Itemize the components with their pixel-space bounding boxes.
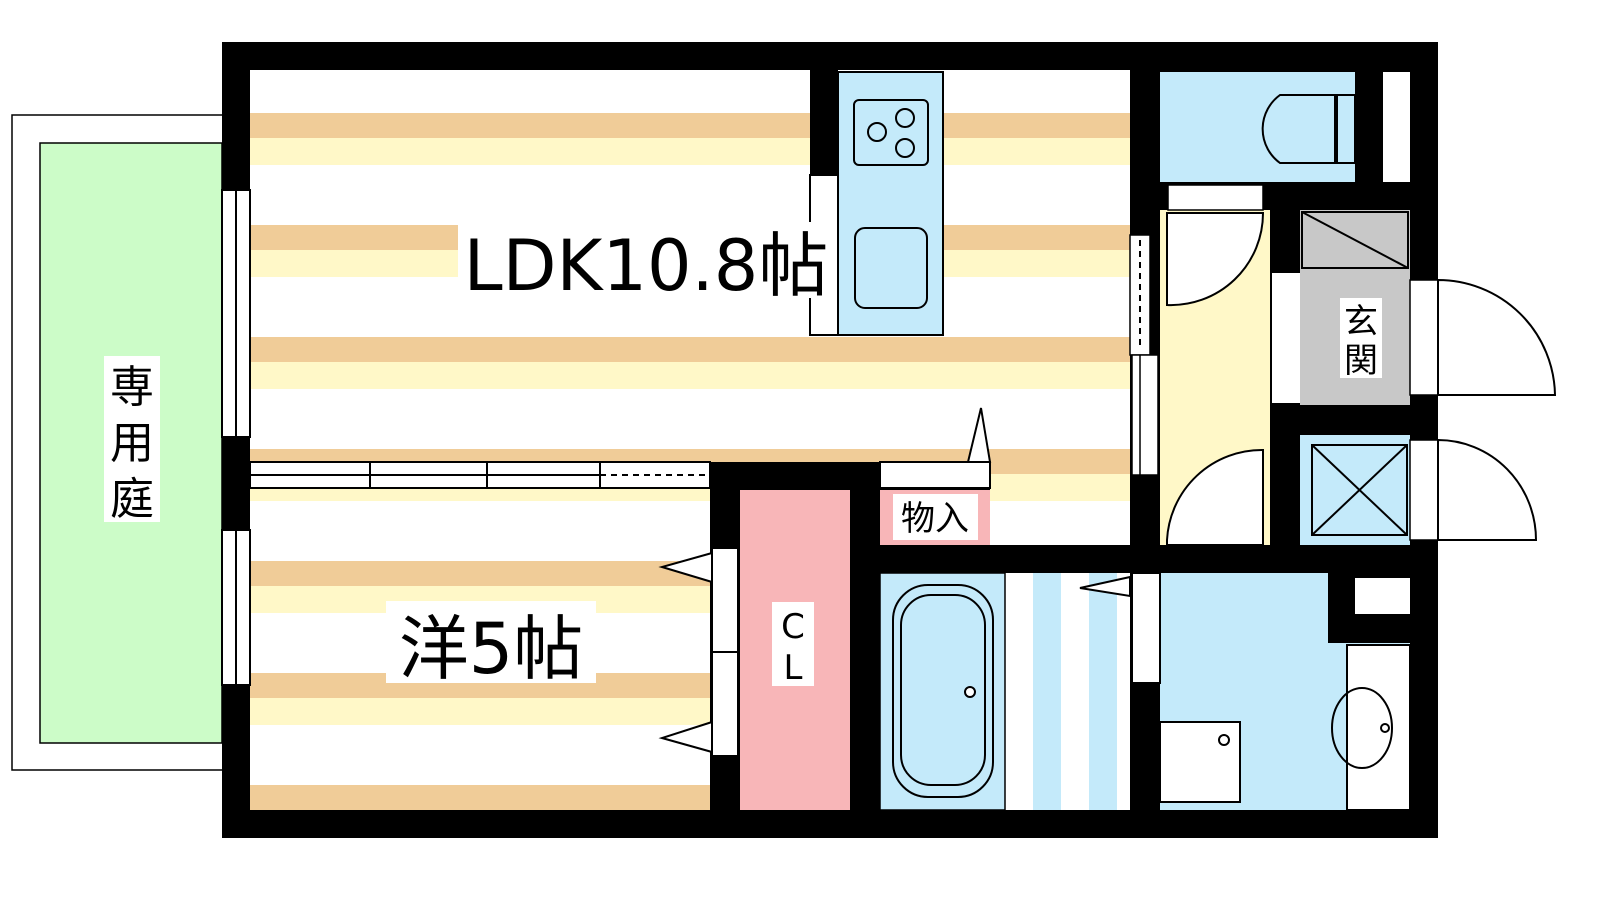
entrance: 玄 関 xyxy=(1272,210,1557,545)
window-left[interactable] xyxy=(221,189,251,686)
washroom-door[interactable] xyxy=(1131,572,1161,684)
closet-label-2: L xyxy=(784,648,803,688)
private-garden: 専 用 庭 xyxy=(11,114,225,771)
toilet-room xyxy=(1160,72,1410,182)
closet-label-1: C xyxy=(781,607,805,647)
cabinet-door[interactable] xyxy=(1437,439,1538,541)
storage-door[interactable] xyxy=(879,461,991,489)
hallway xyxy=(1129,184,1270,546)
garden-label-1: 専 xyxy=(110,362,154,413)
stove-icon xyxy=(853,99,929,166)
storage: 物入 xyxy=(879,407,992,545)
washroom-swing-door[interactable] xyxy=(1166,448,1264,546)
sink-icon xyxy=(854,227,928,309)
toilet-icon xyxy=(1261,94,1336,164)
shoe-cabinet-icon xyxy=(1311,444,1408,536)
front-door[interactable] xyxy=(1437,279,1557,396)
western-label: 洋5帖 xyxy=(399,608,584,690)
room-ldk: LDK10.8帖 xyxy=(250,70,1130,545)
closet: C L xyxy=(658,490,850,810)
garden-label-2: 用 xyxy=(110,418,154,469)
storage-label: 物入 xyxy=(901,499,969,539)
toilet-door[interactable] xyxy=(1166,212,1265,307)
bathtub-icon xyxy=(892,584,994,798)
washroom xyxy=(1131,572,1411,811)
bathroom xyxy=(879,572,1131,811)
kitchen-wall xyxy=(810,70,838,175)
washing-machine-icon xyxy=(1159,721,1241,803)
garden-label-3: 庭 xyxy=(110,474,154,525)
ldk-label: LDK10.8帖 xyxy=(464,225,829,307)
wash-basin-icon xyxy=(1346,644,1411,811)
entrance-label-1: 玄 xyxy=(1344,302,1378,342)
kitchen-counter xyxy=(837,71,944,336)
entrance-label-2: 関 xyxy=(1344,341,1378,381)
room-western: 洋5帖 xyxy=(249,461,711,810)
bath-door[interactable] xyxy=(1079,575,1131,598)
